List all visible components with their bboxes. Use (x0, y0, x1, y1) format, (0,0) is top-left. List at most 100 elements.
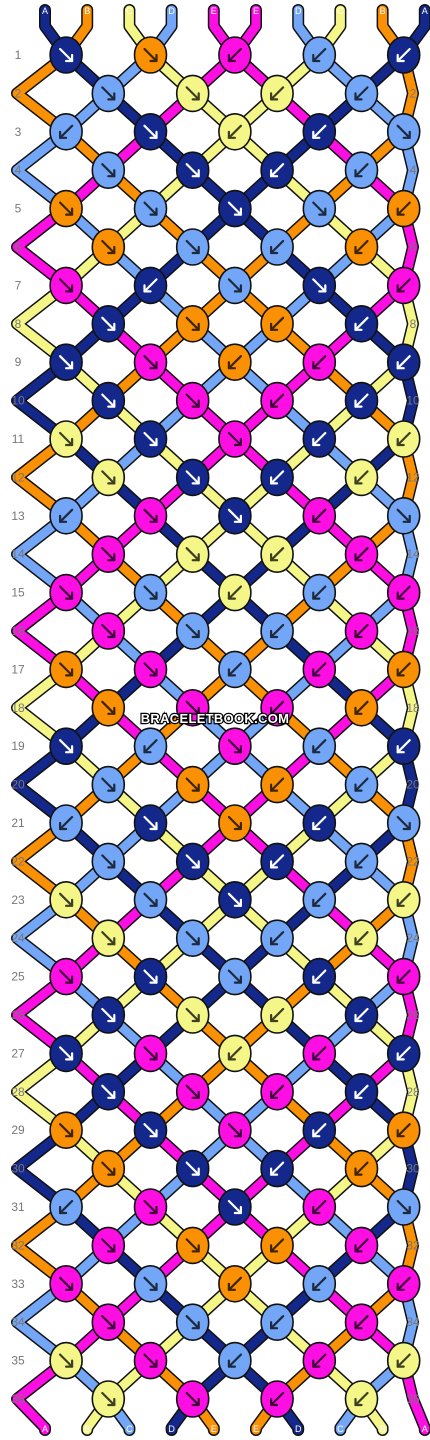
knot (133, 496, 168, 535)
knot (302, 113, 337, 151)
knot (133, 420, 168, 458)
knot (302, 420, 337, 458)
knot (133, 36, 168, 74)
arrow-head (312, 1282, 321, 1291)
knot (133, 113, 168, 151)
arrow-head (402, 821, 411, 831)
arrow-head (312, 668, 321, 677)
row-number-left: 13 (11, 509, 25, 523)
arrow-head (107, 783, 116, 792)
strand-letter-top: B (380, 6, 386, 16)
arrow-head (396, 207, 405, 216)
arrow-down-left-icon (396, 278, 411, 293)
arrow-head (227, 668, 236, 677)
knot (175, 74, 210, 113)
strand-letter-top: E (211, 6, 217, 16)
arrow-head (270, 322, 279, 331)
knot (91, 1149, 126, 1188)
knot (386, 1341, 421, 1380)
knot (344, 151, 379, 189)
knot (175, 1073, 210, 1111)
arrow-head (149, 975, 158, 984)
knot (49, 496, 83, 535)
row-number-left: 35 (11, 1354, 25, 1368)
arrow-head (58, 130, 68, 139)
arrow-down-left-icon (312, 585, 327, 600)
knot (386, 650, 421, 689)
knot (218, 113, 252, 151)
row-number-right: 28 (406, 1085, 420, 1099)
knot (344, 458, 379, 497)
arrow-down-right-icon (58, 431, 74, 447)
knot (302, 1265, 337, 1303)
knot (133, 804, 168, 842)
arrow-head (270, 860, 279, 869)
arrow-head (191, 245, 200, 255)
arrow-head (233, 1205, 242, 1215)
arrow-down-left-icon (227, 1353, 242, 1368)
strand (12, 5, 418, 1435)
strand-letter-top: C (126, 6, 133, 16)
strand-letter-top: B (84, 6, 90, 16)
strand-letter-bottom: A (422, 1424, 428, 1434)
arrow-head (233, 284, 242, 293)
knot (302, 727, 337, 766)
knot (344, 1149, 379, 1188)
strands-layer (11, 4, 430, 1436)
arrow-head (354, 92, 363, 101)
arrow-head (270, 399, 279, 408)
arrow-head (354, 1244, 363, 1253)
arrow-head (58, 514, 68, 523)
knot (260, 1226, 294, 1265)
arrow-down-left-icon (354, 700, 369, 715)
arrow-head (107, 245, 116, 255)
arrow-down-right-icon (185, 1238, 200, 1253)
arrow-head (149, 1205, 158, 1215)
knot (260, 996, 294, 1034)
knot (260, 151, 294, 189)
arrow-head (227, 1052, 236, 1061)
arrow-head (107, 629, 116, 639)
arrow-head (191, 399, 200, 408)
knot (49, 880, 83, 919)
arrow-head (354, 399, 363, 408)
arrow-down-left-icon (270, 623, 285, 639)
arrow-down-left-icon (312, 508, 327, 523)
arrow-down-right-icon (58, 969, 74, 984)
arrow-down-left-icon (270, 86, 285, 101)
arrow-head (227, 130, 236, 139)
knot (175, 1149, 210, 1188)
arrow-head (354, 245, 363, 255)
row-number-right: 32 (406, 1238, 420, 1252)
arrow-head (312, 361, 321, 370)
arrow-down-left-icon (354, 1238, 369, 1253)
row-number-right: 2 (410, 86, 417, 100)
knot (133, 1034, 168, 1073)
arrow-head (318, 284, 327, 293)
knot (260, 381, 294, 420)
arrow-head (354, 1397, 363, 1407)
arrow-head (149, 514, 158, 523)
knot (386, 496, 421, 535)
arrow-down-left-icon (312, 662, 327, 677)
arrow-head (270, 169, 279, 178)
arrow-head (191, 476, 200, 485)
strand-letter-bottom: C (337, 1424, 344, 1434)
arrow-down-right-icon (58, 1276, 74, 1291)
knot (260, 1073, 294, 1111)
arrow-down-right-icon (101, 700, 116, 715)
arrow-head (107, 1321, 116, 1330)
knot (218, 420, 252, 458)
arrow-down-right-icon (58, 1353, 74, 1368)
arrow-down-right-icon (185, 239, 200, 255)
arrow-head (64, 1359, 74, 1368)
arrow-down-left-icon (354, 316, 369, 331)
arrow-head (64, 284, 74, 293)
arrow-down-left-icon (143, 739, 158, 754)
arrow-down-right-icon (227, 508, 242, 523)
row-number-left: 28 (11, 1085, 25, 1099)
arrow-head (191, 553, 200, 562)
row-number-right: 14 (406, 547, 420, 561)
knot (49, 573, 83, 612)
arrow-head (312, 514, 321, 523)
